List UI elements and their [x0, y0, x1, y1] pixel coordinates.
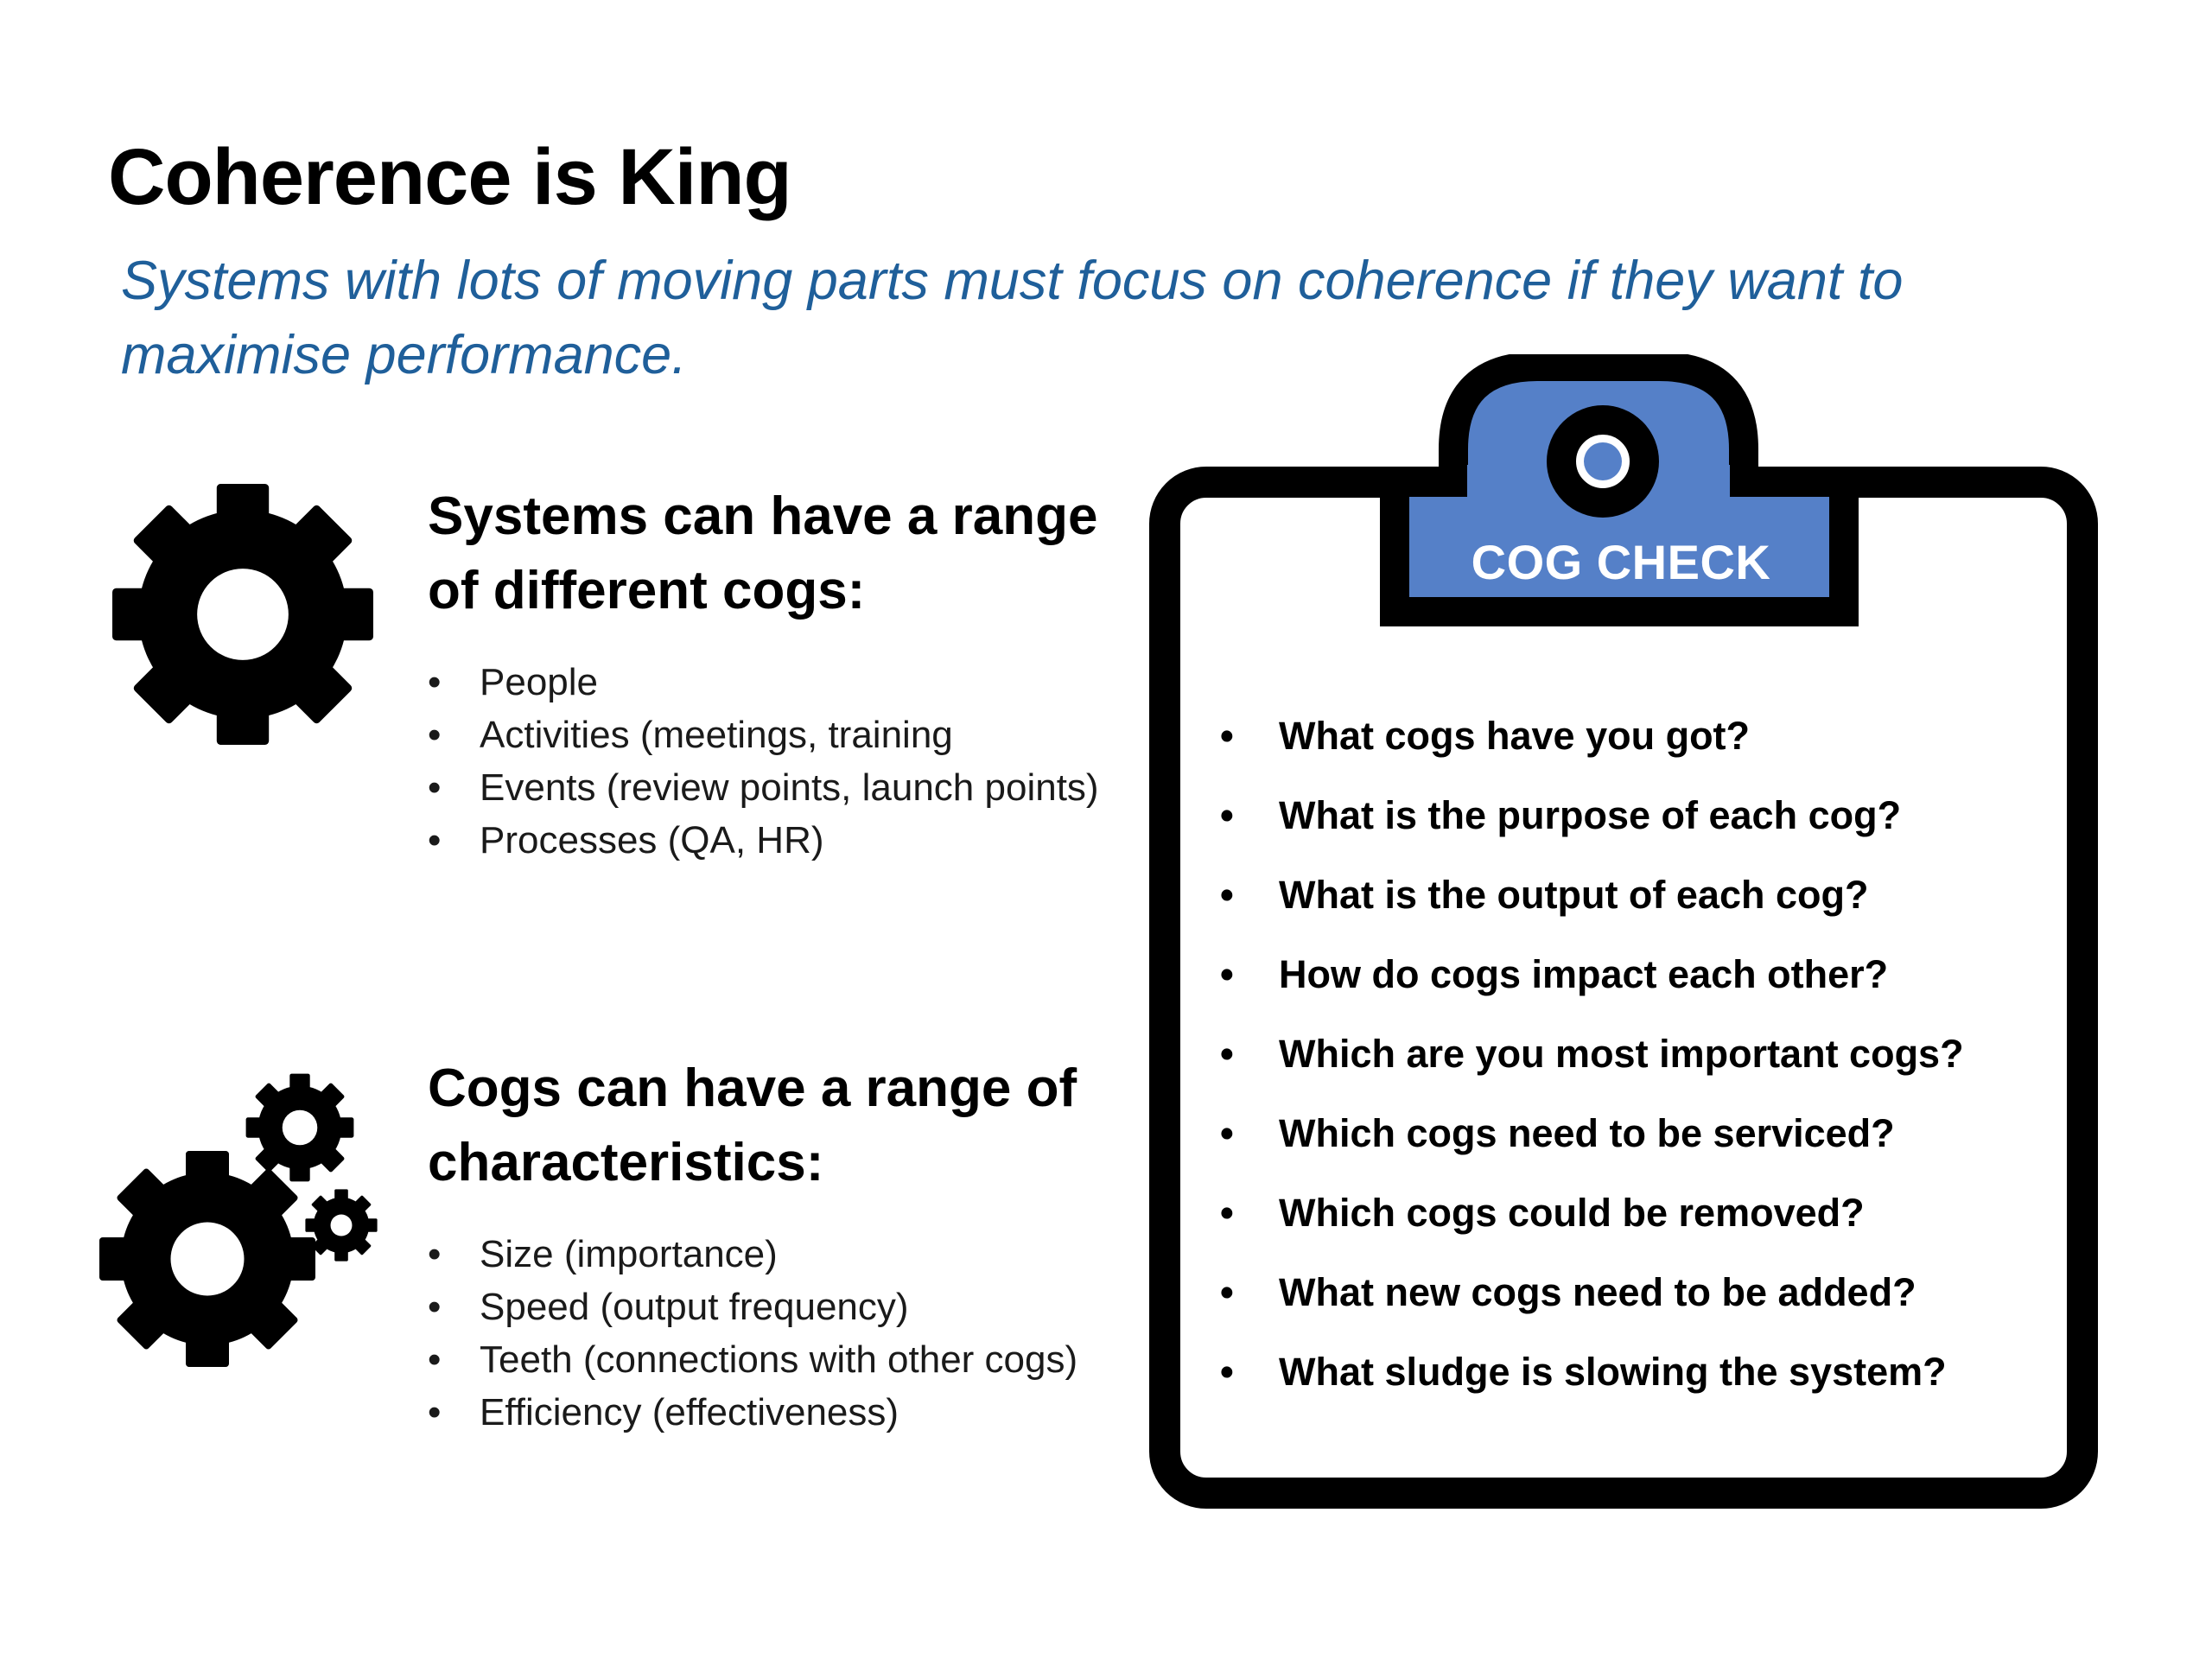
- page-title: Coherence is King: [108, 133, 792, 221]
- list-item: Which cogs could be removed?: [1210, 1173, 2074, 1253]
- list-item: Which cogs need to be serviced?: [1210, 1094, 2074, 1173]
- list-item: What is the purpose of each cog?: [1210, 776, 2074, 855]
- list-item: Processes (QA, HR): [428, 814, 1110, 867]
- cog-types-list: People Activities (meetings, training Ev…: [428, 656, 1110, 867]
- list-item: Efficiency (effectiveness): [428, 1386, 1110, 1439]
- list-item: What is the output of each cog?: [1210, 855, 2074, 935]
- list-item: What new cogs need to be added?: [1210, 1253, 2074, 1332]
- cog-characteristics-section: Cogs can have a range of characteristics…: [428, 1052, 1110, 1439]
- list-item: Teeth (connections with other cogs): [428, 1333, 1110, 1386]
- list-item: Speed (output frequency): [428, 1281, 1110, 1333]
- list-item: People: [428, 656, 1110, 709]
- list-item: Activities (meetings, training: [428, 709, 1110, 761]
- cog-characteristics-list: Size (importance) Speed (output frequenc…: [428, 1228, 1110, 1439]
- gear-icon: [112, 484, 373, 745]
- cog-characteristics-heading: Cogs can have a range of characteristics…: [428, 1058, 1077, 1192]
- cog-types-heading: Systems can have a range of different co…: [428, 486, 1098, 620]
- clipboard-label: COG CHECK: [1471, 535, 1771, 589]
- cog-types-section: Systems can have a range of different co…: [428, 480, 1110, 867]
- cog-check-list: What cogs have you got? What is the purp…: [1210, 696, 2074, 1412]
- list-item: Which are you most important cogs?: [1210, 1014, 2074, 1094]
- page-subtitle: Systems with lots of moving parts must f…: [121, 251, 1904, 385]
- list-item: How do cogs impact each other?: [1210, 935, 2074, 1014]
- list-item: Events (review points, launch points): [428, 761, 1110, 814]
- list-item: What cogs have you got?: [1210, 696, 2074, 776]
- list-item: Size (importance): [428, 1228, 1110, 1281]
- gears-icon: [99, 1073, 378, 1367]
- list-item: What sludge is slowing the system?: [1210, 1332, 2074, 1412]
